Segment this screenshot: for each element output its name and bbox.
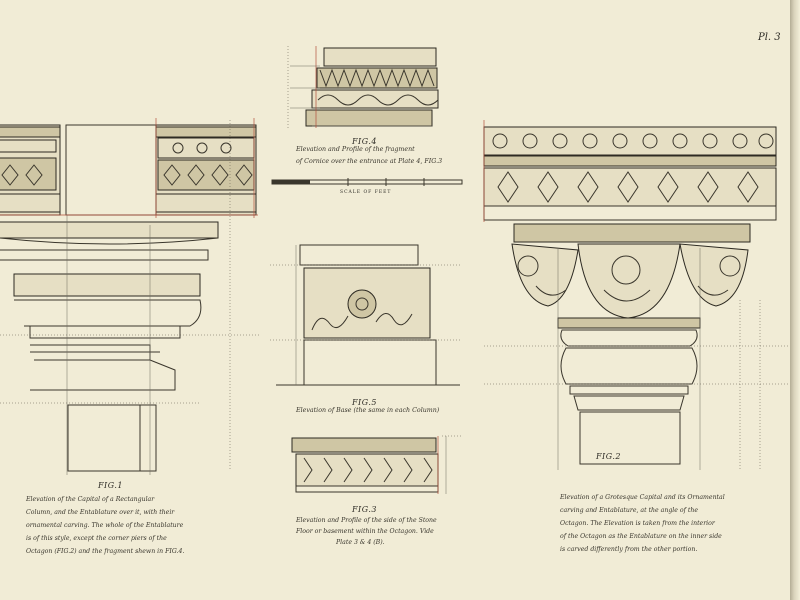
fig1-label: FIG.1 [98,481,123,490]
sheet-edge [790,0,800,600]
scale-bar [271,178,463,186]
fig1-caption-line: ornamental carving. The whole of the Ent… [26,522,184,529]
fig3-caption-line: Plate 3 & 4 (B). [336,539,385,546]
fig3-caption: Elevation and Profile of the side of the… [296,515,437,548]
fig1-caption-line: is of this style, except the corner pier… [26,535,167,542]
fig3-caption-line: Elevation and Profile of the side of the… [296,517,437,524]
fig3-caption-line: Floor or basement within the Octagon. Vi… [296,528,434,535]
fig1-caption: Elevation of the Capital of a Rectangula… [26,493,184,558]
fig4-drawing [287,46,439,128]
fig2-caption: Elevation of a Grotesque Capital and its… [560,491,725,556]
fig2-caption-line: is carved differently from the other por… [560,546,698,553]
fig4-caption-line: of Cornice over the entrance at Plate 4,… [296,158,443,165]
plate-number: Pl. 3 [758,32,781,43]
fig2-caption-line: Elevation of a Grotesque Capital and its… [560,494,725,501]
fig5-label: FIG.5 [352,398,377,407]
fig5-caption-line: Elevation of Base (the same in each Colu… [296,407,440,414]
fig5-caption: Elevation of Base (the same in each Colu… [296,404,439,417]
fig4-caption-line: Elevation and Profile of the fragment [296,146,415,153]
fig1-caption-line: Column, and the Entablature over it, wit… [26,509,175,516]
fig4-label: FIG.4 [352,137,377,146]
fig3-label: FIG.3 [352,505,377,514]
scale-label: SCALE OF FEET [340,190,392,195]
fig3-drawing [291,435,462,494]
fig2-label: FIG.2 [596,452,621,461]
fig2-caption-line: Octagon. The Elevation is taken from the… [560,520,715,527]
fig1-drawing [0,118,260,475]
fig2-drawing [483,120,790,470]
fig2-caption-line: carving and Entablature, at the angle of… [560,507,699,514]
fig4-caption: Elevation and Profile of the fragment of… [296,144,442,168]
fig2-caption-line: of the Octagon as the Entablature on the… [560,533,722,540]
fig5-drawing [270,244,460,386]
fig1-caption-line: Elevation of the Capital of a Rectangula… [26,496,155,503]
fig1-caption-line: Octagon (FIG.2) and the fragment shewn i… [26,548,185,555]
